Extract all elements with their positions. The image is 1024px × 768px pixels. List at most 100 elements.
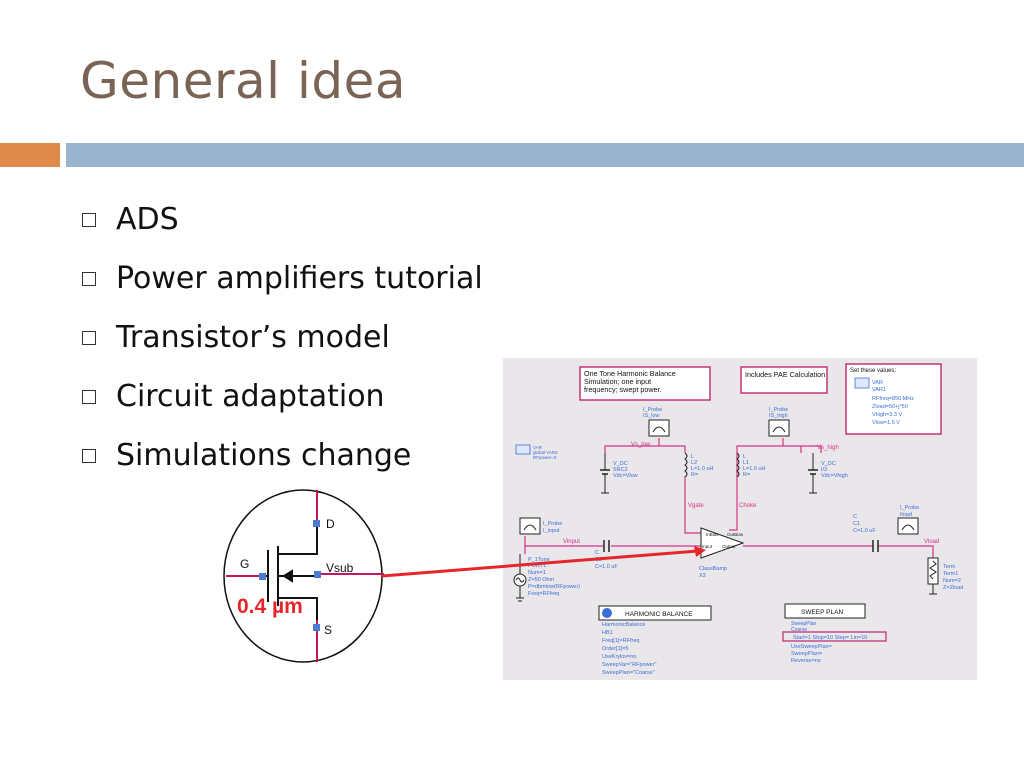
var2-value: RFpower=0: [533, 455, 557, 460]
mosfet-diagram: D G S Vsub 0.4 µm: [223, 489, 384, 663]
l1-type: L: [743, 454, 746, 460]
arrow-head-icon: [694, 546, 706, 557]
port-p: P=dbmtow(RFpower): [528, 584, 580, 590]
drain-label: D: [326, 517, 335, 531]
port-type: P_1Tone: [528, 557, 550, 563]
term-name: Term1: [943, 571, 958, 577]
inductor-l2: L L2 L=1.0 uH R=: [684, 452, 714, 478]
sweep-top: SweepPlan: [791, 621, 817, 627]
var2-icon: [515, 444, 531, 455]
l2-r: R=: [691, 472, 698, 478]
inductor-l1: L L1 L=1.0 uH R=: [736, 452, 766, 478]
port-freq: Freq=RFfreq: [528, 591, 559, 597]
probe-load: I_Probe Iload: [897, 505, 919, 535]
slide-title: General idea: [80, 52, 406, 110]
hb-label: HARMONIC BALANCE: [625, 611, 693, 618]
probe-input: I_Probe I_input: [519, 517, 562, 535]
pointer-arrow: [381, 546, 706, 578]
bullet-item: Circuit adaptation: [82, 367, 483, 426]
net-vgate: Vgate: [688, 503, 704, 509]
c1-name: C1: [853, 521, 860, 527]
sweep-highlight: Start=1 Stop=10 Step= Lin=10: [793, 635, 867, 641]
net-vs-low: Vs_low: [631, 442, 651, 448]
src3-value: Vdc=Vhigh: [821, 473, 848, 479]
amp-model: ClassBamp: [699, 566, 727, 572]
gate-terminal: [259, 573, 266, 580]
hb-line: Order[1]=5: [602, 646, 628, 652]
net-vinput: Vinput: [563, 539, 580, 545]
src2-type: V_DC: [613, 461, 628, 467]
term-type: Term: [943, 564, 956, 570]
src3-name: I/3: [821, 467, 827, 473]
amp-pin-input: Input: [702, 544, 713, 549]
note-pae-text: Includes PAE Calculation: [745, 370, 825, 379]
hb-line: SweepVar="RFpower": [602, 662, 656, 668]
gate-length-annotation: 0.4 µm: [237, 595, 303, 618]
hb-line: SweepPlan="Coarse": [602, 670, 655, 676]
term-z: Z=Zload: [943, 585, 963, 591]
amp-instance: X3: [699, 573, 706, 579]
probe-load-name: Iload: [900, 512, 912, 518]
hb-line: HB1: [602, 630, 613, 636]
harmonic-balance-block: HARMONIC BALANCE HarmonicBalance HB1 Fre…: [598, 605, 712, 676]
port-z: Z=50 Ohm: [528, 577, 555, 583]
termination: Term Term1 Num=2 Z=Zload: [927, 557, 963, 595]
probe-is-low: I_Probe IS_low: [643, 407, 670, 437]
l1-r: R=: [743, 472, 750, 478]
capacitor-c1: C C1 C=1.0 uF: [853, 514, 879, 552]
var-line: Vlow=1.5 V: [872, 420, 900, 426]
square-bullet-icon: [82, 389, 96, 404]
src2-name: SRC2: [613, 467, 628, 473]
accent-bar-blue: [66, 143, 1024, 167]
accent-bar-orange: [0, 143, 60, 167]
sweep-line: UseSweepPlan=: [791, 644, 832, 650]
probe-input-type: I_Probe: [543, 521, 562, 527]
square-bullet-icon: [82, 212, 96, 227]
gate-label: G: [240, 557, 249, 571]
c1-value: C=1.0 uF: [853, 528, 876, 534]
var-line: Vhigh=3.3 V: [872, 412, 902, 418]
bullet-text: Transistor’s model: [116, 320, 390, 355]
hb-line: HarmonicBalance: [602, 622, 645, 628]
square-bullet-icon: [82, 271, 96, 286]
bullet-item: Simulations change: [82, 426, 483, 485]
bullet-text: Simulations change: [116, 438, 412, 473]
probe-load-type: I_Probe: [900, 505, 919, 511]
c1-type: C: [853, 514, 857, 520]
var-block: Set these values: VAR VAR1 RFfreq=850 MH…: [845, 363, 942, 435]
classb-amplifier: InBias OutBias Input Output ClassBamp X3: [699, 527, 745, 579]
var-line: VAR1: [872, 387, 886, 393]
sweep-label: SWEEP PLAN: [801, 609, 843, 616]
source-label: S: [324, 623, 332, 637]
bullet-list: ADS Power amplifiers tutorial Transistor…: [82, 190, 483, 485]
probe-input-name: I_input: [543, 528, 560, 534]
var-line: RFfreq=850 MHz: [872, 396, 914, 402]
var-line: Zload=50+j*50: [872, 404, 908, 410]
note-pae-box: Includes PAE Calculation: [740, 366, 828, 394]
src3-type: V_DC: [821, 461, 836, 467]
probe-is-high-type: I_Probe: [769, 407, 788, 413]
c2-type: C: [595, 550, 599, 556]
square-bullet-icon: [82, 330, 96, 345]
square-bullet-icon: [82, 448, 96, 463]
dc-source-src3: V_DC I/3 Vdc=Vhigh: [808, 453, 848, 494]
sweep-line: Reverse=no: [791, 658, 821, 664]
term-num: Num=2: [943, 578, 961, 584]
l1-name: L1: [743, 460, 749, 466]
l1-value: L=1.0 uH: [743, 466, 766, 472]
src2-value: Vdc=Vlow: [613, 473, 638, 479]
c2-value: C=1.0 uF: [595, 564, 618, 570]
hb-line: Freq[1]=RFfreq: [602, 638, 639, 644]
l2-value: L=1.0 uH: [691, 466, 714, 472]
substrate-label: Vsub: [326, 561, 354, 575]
net-choke: Choke: [739, 503, 757, 509]
hb-line: UseKrylov=no: [602, 654, 636, 660]
probe-is-low-type: I_Probe: [643, 407, 662, 413]
probe-is-high: I_Probe IS_high: [768, 407, 790, 437]
var2-block: VAR global VAR2 RFpower=0: [515, 444, 558, 460]
var2-type: VAR: [533, 445, 543, 450]
l2-name: L2: [691, 460, 697, 466]
